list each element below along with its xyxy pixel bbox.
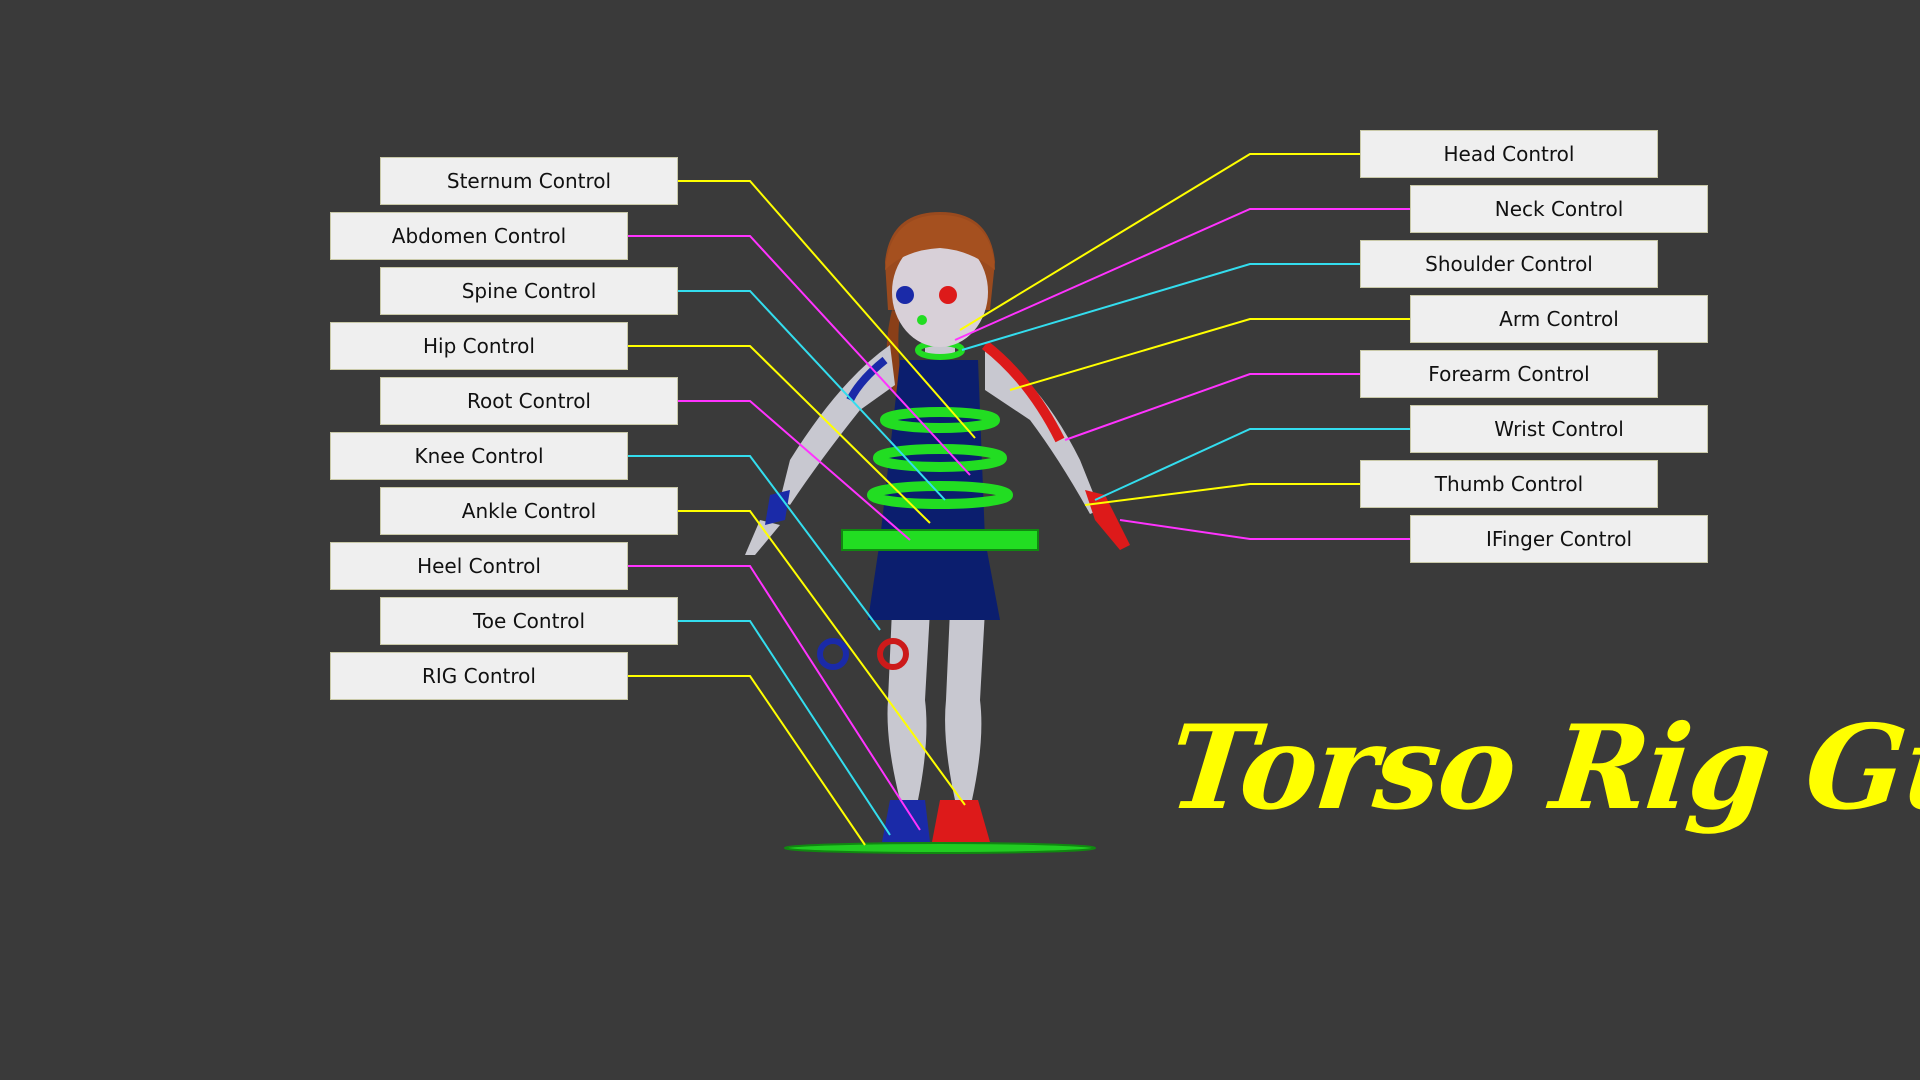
leader-line-neck (954, 208, 1410, 341)
leader-line-toe (678, 620, 891, 836)
label-knee-control: Knee Control (330, 432, 628, 480)
leader-line-hip (628, 345, 931, 524)
character-model (745, 212, 1130, 854)
leader-line-wrist (1094, 428, 1410, 501)
label-rig-control: RIG Control (330, 652, 628, 700)
label-wrist-control: Wrist Control (1410, 405, 1708, 453)
leader-line-sternum (678, 180, 976, 439)
label-thumb-control: Thumb Control (1360, 460, 1658, 508)
label-ifinger-control: IFinger Control (1410, 515, 1708, 563)
leader-line-spine (678, 290, 946, 501)
label-root-control: Root Control (380, 377, 678, 425)
label-spine-control: Spine Control (380, 267, 678, 315)
leader-line-ankle (678, 510, 966, 806)
guide-title: Torso Rig Guide (1162, 700, 1920, 836)
leader-line-thumb (1084, 483, 1360, 506)
label-sternum-control: Sternum Control (380, 157, 678, 205)
leader-line-abdomen (628, 235, 971, 476)
label-shoulder-control: Shoulder Control (1360, 240, 1658, 288)
label-forearm-control: Forearm Control (1360, 350, 1658, 398)
label-abdomen-control: Abdomen Control (330, 212, 628, 260)
leader-line-head (959, 153, 1360, 331)
leader-line-knee (628, 455, 881, 631)
label-heel-control: Heel Control (330, 542, 628, 590)
leader-line-arm (1009, 318, 1410, 391)
leader-line-ifinger (1119, 519, 1410, 540)
rig-control-ring[interactable] (784, 842, 1096, 854)
leader-line-heel (628, 565, 921, 831)
leader-line-shoulder (961, 263, 1360, 351)
label-ankle-control: Ankle Control (380, 487, 678, 535)
label-toe-control: Toe Control (380, 597, 678, 645)
leader-line-root (678, 400, 911, 541)
label-neck-control: Neck Control (1410, 185, 1708, 233)
leader-line-forearm (1064, 373, 1360, 441)
label-hip-control: Hip Control (330, 322, 628, 370)
label-arm-control: Arm Control (1410, 295, 1708, 343)
label-head-control: Head Control (1360, 130, 1658, 178)
leader-line-rig (628, 675, 866, 846)
leader-lines (628, 153, 1410, 846)
